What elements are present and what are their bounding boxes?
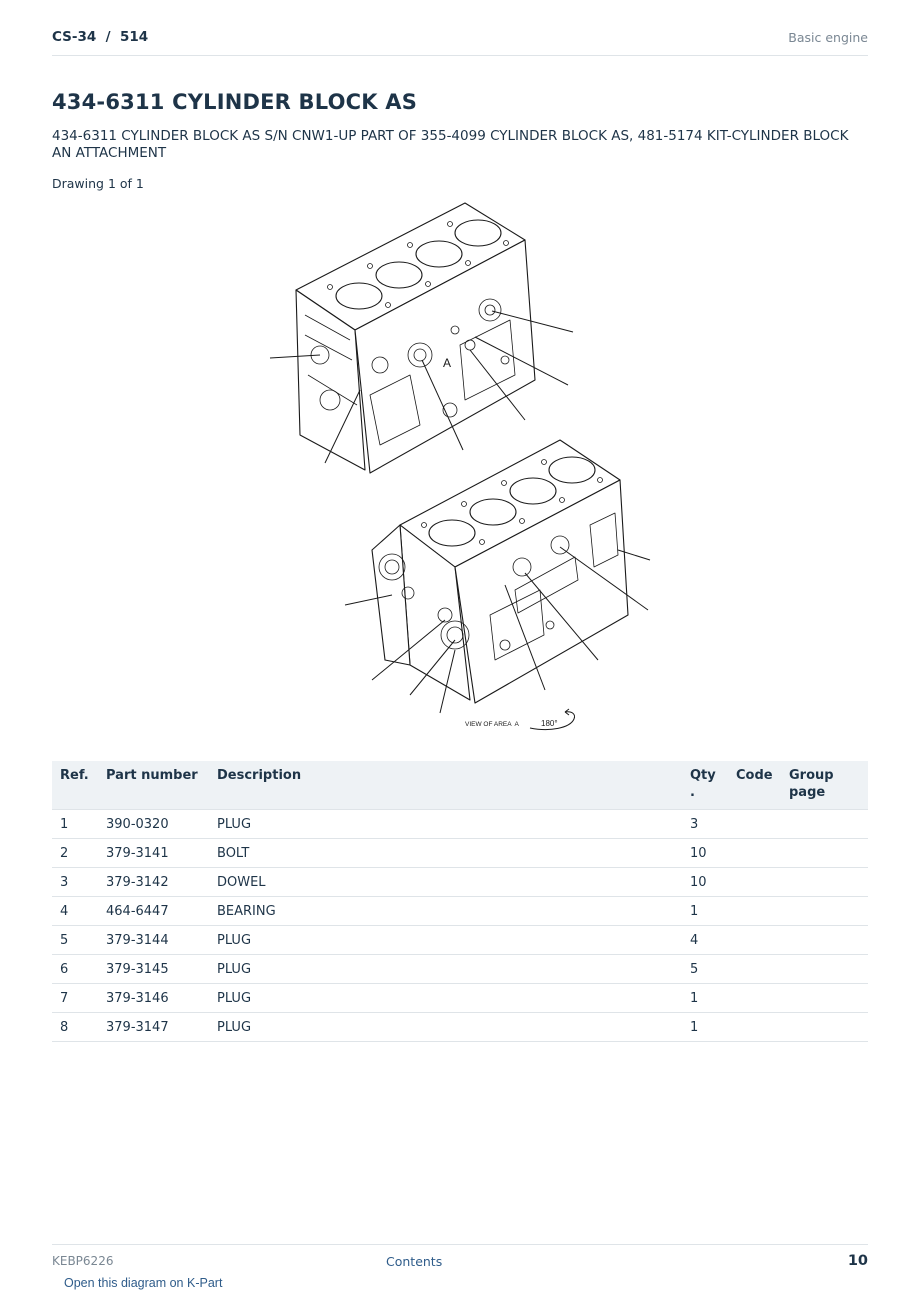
drawing-label: Drawing 1 of 1 xyxy=(52,176,144,191)
table-row: 1 390-0320 PLUG 3 xyxy=(52,809,868,839)
code-cell xyxy=(728,954,781,984)
part-number-cell: 379-3145 xyxy=(98,954,209,984)
group-page-cell xyxy=(781,896,868,926)
rotation-angle-label: 180° xyxy=(541,719,558,728)
group-page-cell xyxy=(781,983,868,1013)
description-cell: PLUG xyxy=(209,925,682,955)
part-number-cell: 379-3147 xyxy=(98,1012,209,1042)
qty-cell: 5 xyxy=(682,954,728,984)
ref-cell: 2 xyxy=(52,838,98,868)
document-id: CS-34 / 514 xyxy=(52,29,149,45)
group-page-cell xyxy=(781,954,868,984)
table-row: 8 379-3147 PLUG 1 xyxy=(52,1012,868,1042)
qty-cell: 4 xyxy=(682,925,728,955)
code-cell xyxy=(728,896,781,926)
page-footer: KEBP6226 Contents 10 xyxy=(52,1244,868,1274)
description-cell: PLUG xyxy=(209,954,682,984)
qty-cell: 1 xyxy=(682,1012,728,1042)
table-row: 6 379-3145 PLUG 5 xyxy=(52,954,868,984)
ref-cell: 6 xyxy=(52,954,98,984)
table-header-row: Ref. Part number Description Qty . Code … xyxy=(52,761,868,810)
description-cell: BEARING xyxy=(209,896,682,926)
description-cell: PLUG xyxy=(209,809,682,839)
column-header-description: Description xyxy=(209,761,682,810)
code-cell xyxy=(728,1012,781,1042)
group-page-cell xyxy=(781,867,868,897)
qty-cell: 1 xyxy=(682,896,728,926)
column-header-part-number: Part number xyxy=(98,761,209,810)
description-cell: PLUG xyxy=(209,983,682,1013)
part-description: 434-6311 CYLINDER BLOCK AS S/N CNW1-UP P… xyxy=(52,128,849,161)
column-header-qty: Qty . xyxy=(682,761,728,810)
part-number-cell: 379-3142 xyxy=(98,867,209,897)
part-number-cell: 379-3141 xyxy=(98,838,209,868)
column-header-code: Code xyxy=(728,761,781,810)
table-row: 5 379-3144 PLUG 4 xyxy=(52,925,868,955)
table-row: 3 379-3142 DOWEL 10 xyxy=(52,867,868,897)
page-number: 10 xyxy=(847,1253,868,1269)
ref-cell: 4 xyxy=(52,896,98,926)
group-page-cell xyxy=(781,838,868,868)
ref-cell: 7 xyxy=(52,983,98,1013)
ref-cell: 5 xyxy=(52,925,98,955)
page-title: 434-6311 CYLINDER BLOCK AS xyxy=(52,90,418,114)
section-name: Basic engine xyxy=(788,30,868,45)
part-number-cell: 464-6447 xyxy=(98,896,209,926)
cylinder-block-diagram: A VIEW OF AREA A 180° xyxy=(269,202,651,731)
group-page-cell xyxy=(781,809,868,839)
qty-cell: 3 xyxy=(682,809,728,839)
qty-cell: 10 xyxy=(682,838,728,868)
part-number-cell: 379-3144 xyxy=(98,925,209,955)
table-row: 4 464-6447 BEARING 1 xyxy=(52,896,868,926)
table-row: 7 379-3146 PLUG 1 xyxy=(52,983,868,1013)
upper-block-drawing xyxy=(295,202,536,474)
column-header-ref: Ref. xyxy=(52,761,98,810)
contents-link[interactable]: Contents xyxy=(386,1254,443,1269)
code-cell xyxy=(728,809,781,839)
callout-a-label: A xyxy=(443,356,451,370)
code-cell xyxy=(728,838,781,868)
open-on-kpart-link[interactable]: Open this diagram on K-Part xyxy=(64,1276,223,1290)
description-cell: BOLT xyxy=(209,838,682,868)
description-cell: PLUG xyxy=(209,1012,682,1042)
qty-cell: 10 xyxy=(682,867,728,897)
column-header-group-page: Group page xyxy=(781,761,868,810)
ref-cell: 8 xyxy=(52,1012,98,1042)
code-cell xyxy=(728,925,781,955)
code-cell xyxy=(728,867,781,897)
part-number-cell: 390-0320 xyxy=(98,809,209,839)
parts-table: Ref. Part number Description Qty . Code … xyxy=(52,761,868,1042)
ref-cell: 1 xyxy=(52,809,98,839)
code-cell xyxy=(728,983,781,1013)
table-row: 2 379-3141 BOLT 10 xyxy=(52,838,868,868)
ref-cell: 3 xyxy=(52,867,98,897)
view-of-area-label: VIEW OF AREA A xyxy=(465,721,519,728)
part-number-cell: 379-3146 xyxy=(98,983,209,1013)
document-code: KEBP6226 xyxy=(52,1254,114,1268)
leader-lines xyxy=(269,310,651,714)
group-page-cell xyxy=(781,925,868,955)
qty-cell: 1 xyxy=(682,983,728,1013)
group-page-cell xyxy=(781,1012,868,1042)
lower-block-drawing xyxy=(371,439,629,704)
description-cell: DOWEL xyxy=(209,867,682,897)
rotation-arrow-icon xyxy=(529,708,575,731)
page-header: CS-34 / 514 Basic engine xyxy=(52,28,868,56)
